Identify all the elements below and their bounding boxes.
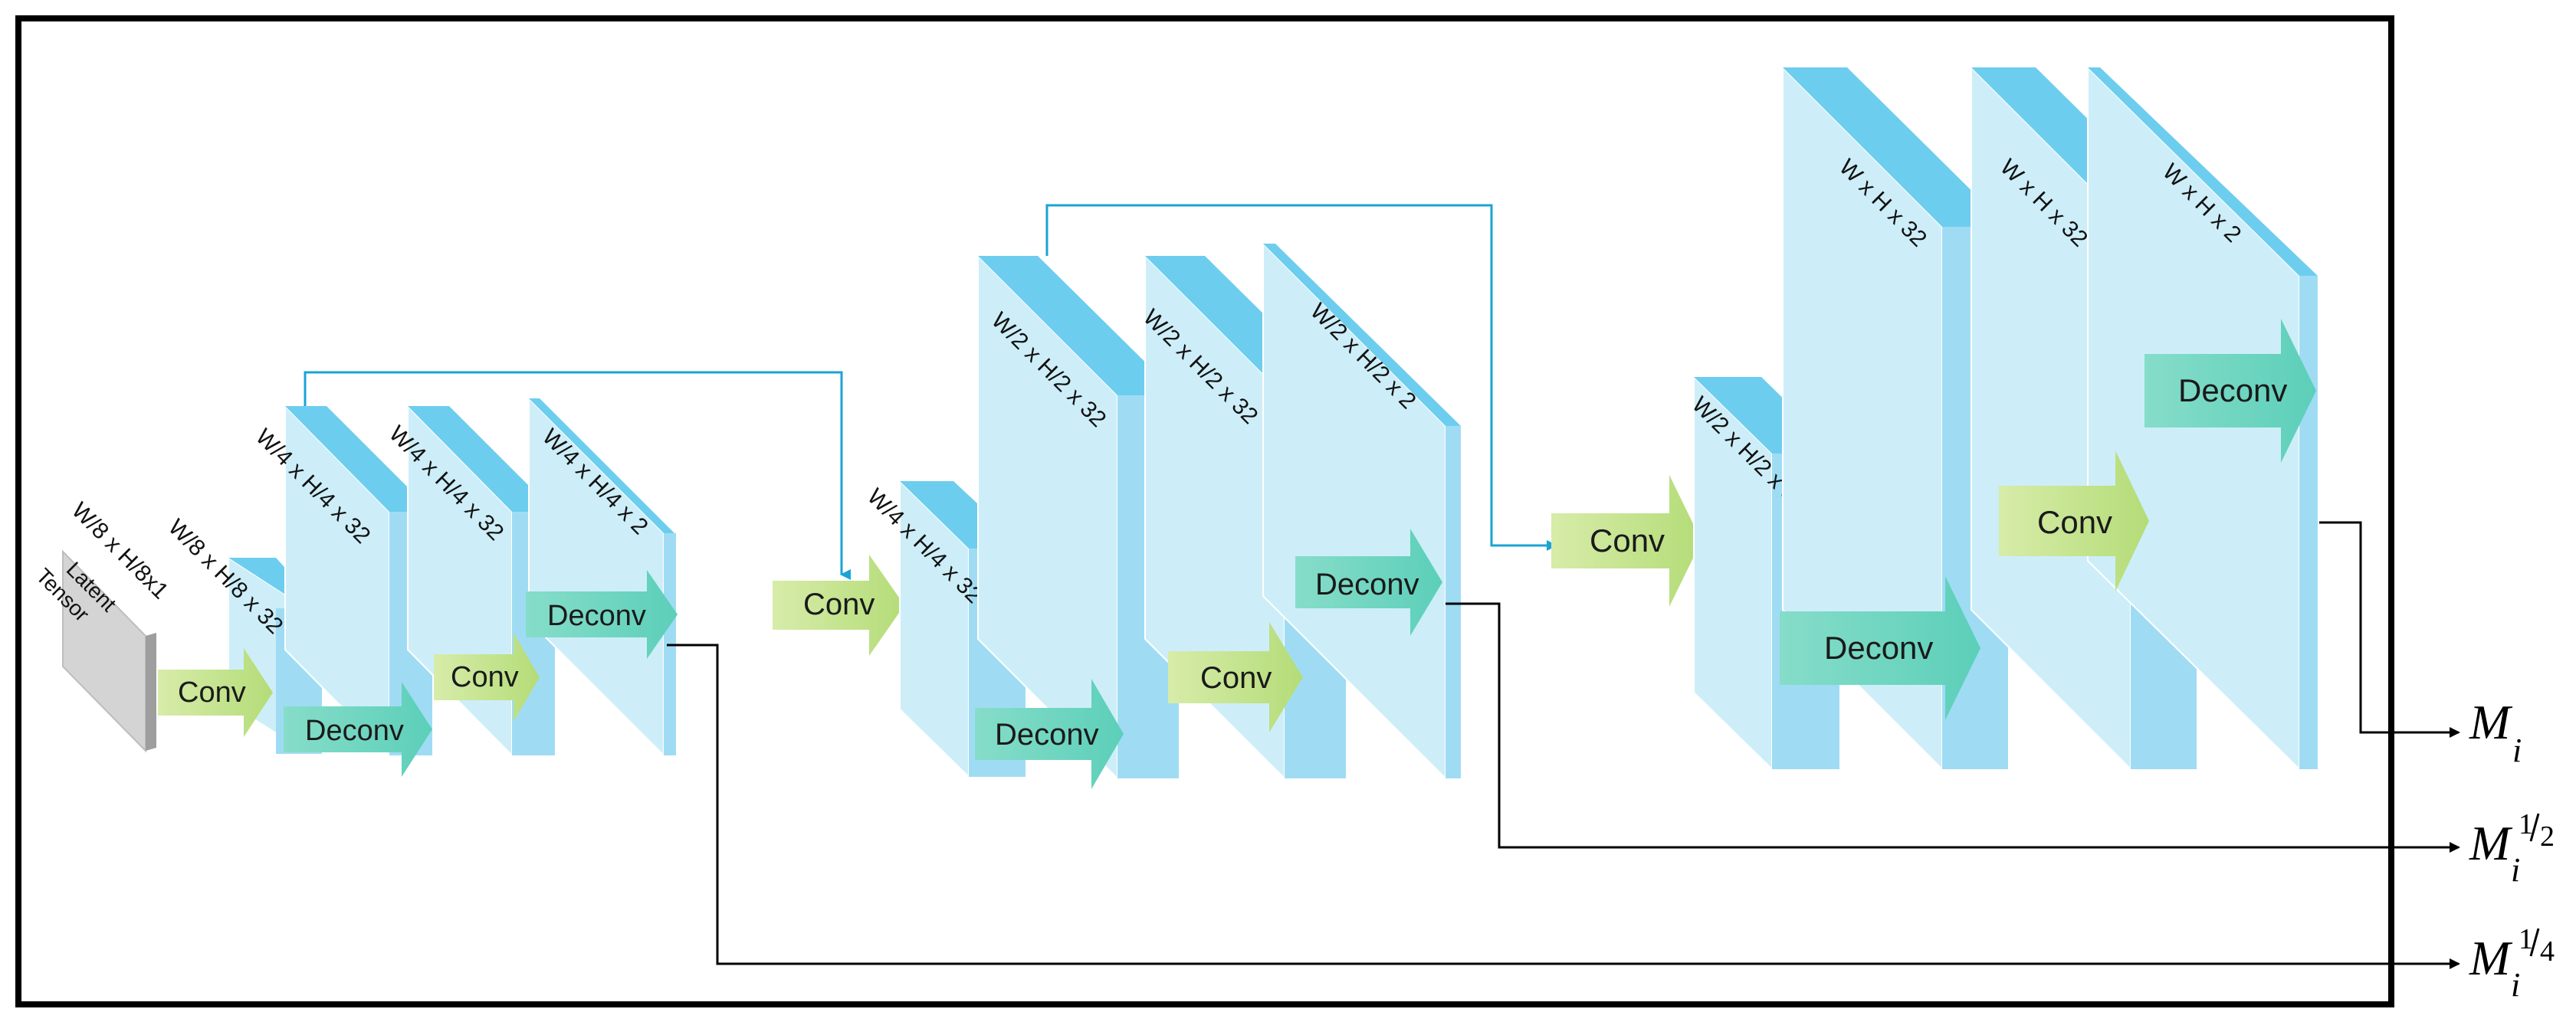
output-label-full: M i bbox=[2469, 695, 2522, 769]
output-line-half bbox=[1446, 602, 2460, 853]
svg-text:Conv: Conv bbox=[178, 676, 246, 709]
op-s3-deconv-out: Deconv bbox=[2144, 319, 2316, 463]
stage-3: Conv W/2 x H/2 x 32 W x H x 32 W x H x 3… bbox=[1551, 65, 2318, 771]
op-s1-conv-mid: Conv bbox=[434, 633, 540, 722]
svg-text:Deconv: Deconv bbox=[1824, 630, 1933, 666]
block-s1-d: W/4 x H/4 x 2 bbox=[528, 396, 676, 758]
op-s2-conv-mid: Conv bbox=[1168, 622, 1303, 732]
op-s1-deconv-up: Deconv bbox=[284, 682, 432, 777]
stage-1: W/8 x H/8 x 32 W/4 x H/4 x 32 W/4 x H/4 … bbox=[158, 396, 678, 777]
svg-text:Conv: Conv bbox=[2037, 504, 2112, 540]
output-label-quarter: M i 1 4 bbox=[2469, 923, 2555, 1004]
svg-text:Conv: Conv bbox=[803, 588, 875, 621]
op-s1-deconv-out: Deconv bbox=[526, 570, 678, 659]
svg-text:i: i bbox=[2512, 732, 2522, 769]
svg-text:M: M bbox=[2469, 931, 2513, 985]
svg-text:Conv: Conv bbox=[1200, 661, 1272, 695]
op-s2-deconv-out: Deconv bbox=[1295, 529, 1442, 636]
svg-text:Deconv: Deconv bbox=[1315, 568, 1419, 601]
op-s3-deconv-up: Deconv bbox=[1780, 576, 1980, 720]
op-s2-conv-in: Conv bbox=[773, 555, 904, 656]
svg-text:M: M bbox=[2469, 816, 2513, 870]
svg-text:4: 4 bbox=[2540, 935, 2555, 968]
skip-line-s2-s3 bbox=[1045, 204, 1557, 551]
svg-text:1: 1 bbox=[2519, 808, 2533, 840]
op-s1-conv-in: Conv bbox=[158, 648, 273, 737]
output-line-full bbox=[2319, 521, 2460, 738]
svg-text:Deconv: Deconv bbox=[305, 715, 404, 747]
op-s3-conv-in: Conv bbox=[1551, 475, 1701, 607]
svg-text:Deconv: Deconv bbox=[547, 600, 646, 632]
svg-text:Conv: Conv bbox=[1590, 522, 1665, 558]
stage-2: Conv W/4 x H/4 x 32 W/2 x H/2 x 32 W/2 x… bbox=[773, 241, 1461, 789]
latent-tensor: Latent Tensor W/8 x H/8x1 bbox=[31, 498, 173, 753]
svg-text:Deconv: Deconv bbox=[995, 718, 1099, 752]
svg-text:i: i bbox=[2511, 851, 2520, 889]
svg-text:i: i bbox=[2511, 966, 2520, 1004]
op-s2-deconv-up: Deconv bbox=[975, 679, 1124, 789]
skip-line-s1-s2 bbox=[304, 371, 851, 580]
output-label-half: M i 1 2 bbox=[2469, 808, 2555, 889]
op-s3-conv-mid: Conv bbox=[1999, 450, 2149, 591]
output-line-quarter bbox=[667, 644, 2460, 969]
svg-text:M: M bbox=[2469, 695, 2513, 749]
svg-text:Conv: Conv bbox=[451, 661, 519, 693]
svg-text:1: 1 bbox=[2519, 923, 2533, 955]
svg-text:Deconv: Deconv bbox=[2178, 372, 2287, 408]
diagram-frame bbox=[15, 15, 2394, 1007]
svg-text:2: 2 bbox=[2540, 821, 2555, 853]
